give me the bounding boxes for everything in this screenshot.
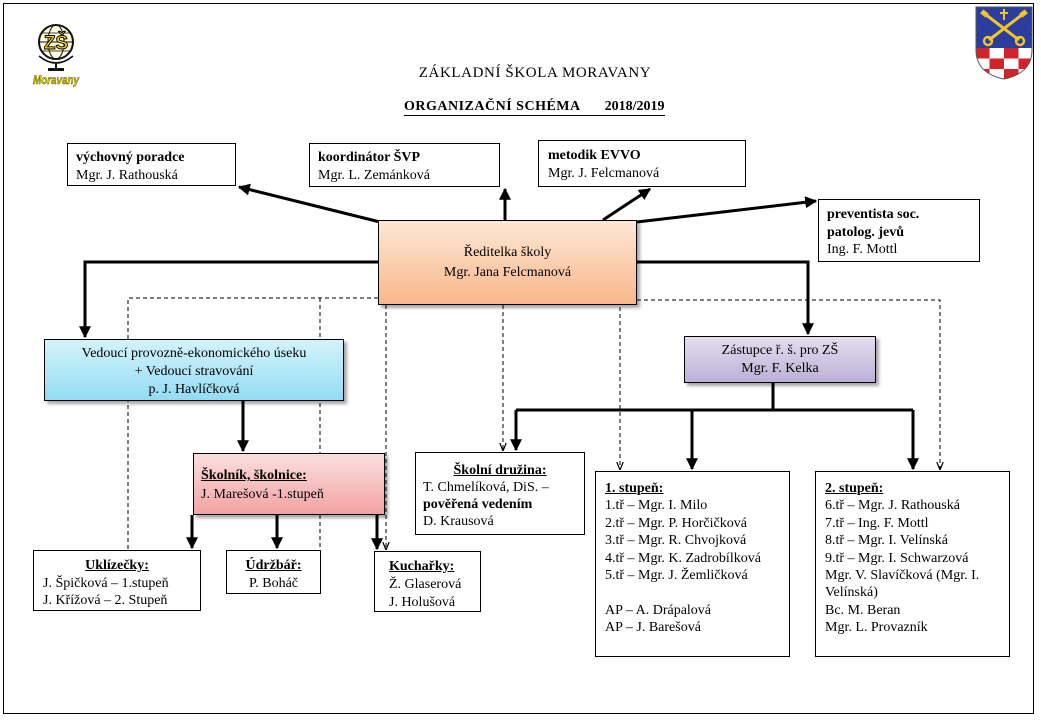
cooks-title: Kuchařky: [389, 559, 455, 574]
deputy-role: Zástupce ř. š. pro ZŠ [721, 343, 839, 358]
club-note: pověřená vedením [423, 497, 533, 512]
arrow-director-evvo [602, 187, 652, 222]
secondary-line-7: Bc. M. Beran [825, 602, 901, 618]
economic-box: Vedoucí provozně-ekonomického úseku + Ve… [44, 339, 344, 401]
evvo-box: metodik EVVO Mgr. J. Felcmanová [538, 140, 746, 187]
prevention-box: preventista soc. patolog. jevů Ing. F. M… [818, 199, 980, 262]
economic-line-2: + Vedoucí stravování [134, 364, 254, 379]
club-name-2: D. Krausová [423, 514, 494, 529]
prevention-role-line-2: patolog. jevů [827, 224, 904, 240]
primary-box: 1. stupeň: 1.tř – Mgr. I. Milo 2.tř – Mg… [595, 471, 790, 657]
counselor-role: výchovný poradce [76, 150, 185, 165]
dashed-link-secondary [637, 299, 940, 470]
secondary-line-2: 7.tř – Ing. F. Mottl [825, 515, 929, 531]
club-name-1: T. Chmelíková, DiS. – [423, 480, 549, 495]
secondary-box: 2. stupeň: 6.tř – Mgr. J. Rathouská 7.tř… [815, 471, 1010, 657]
prevention-role-line-1: preventista soc. [827, 207, 920, 222]
school-year: 2018/2019 [604, 99, 665, 114]
janitor-name: J. Marešová -1.stupeň [201, 487, 324, 502]
svp-role: koordinátor ŠVP [318, 150, 421, 165]
primary-class-3: 3.tř – Mgr. R. Chvojková [605, 533, 747, 549]
cooks-box: Kuchařky: Ž. Glaserová J. Holušová [374, 551, 481, 612]
counselor-box: výchovný poradce Mgr. J. Rathouská [67, 143, 236, 186]
primary-spacer [605, 584, 789, 601]
secondary-line-1: 6.tř – Mgr. J. Rathouská [825, 498, 960, 514]
janitor-box: Školník, školnice: J. Marešová -1.stupeň [193, 453, 385, 515]
director-role: Ředitelka školy [463, 244, 552, 260]
primary-class-1: 1.tř – Mgr. I. Milo [605, 498, 708, 514]
secondary-title: 2. stupeň: [825, 481, 884, 496]
deputy-box: Zástupce ř. š. pro ZŠ Mgr. F. Kelka [684, 336, 876, 383]
coat-of-arms-icon [975, 6, 1033, 80]
arrow-director-prevention [636, 196, 818, 224]
secondary-line-3: 8.tř – Mgr. I. Velínská [825, 533, 949, 549]
chart-title: ORGANIZAČNÍ SCHÉMA 2018/2019 [404, 99, 665, 116]
cleaners-line-2: J. Křížová – 2. Stupeň [43, 593, 168, 608]
maintenance-title: Údržbář: [245, 558, 302, 573]
svp-box: koordinátor ŠVP Mgr. L. Zemánková [309, 143, 500, 187]
school-logo: ZŠ Moravany [33, 24, 80, 87]
director-box: Ředitelka školy Mgr. Jana Felcmanová [378, 220, 637, 305]
deputy-name: Mgr. F. Kelka [741, 361, 819, 376]
primary-assistant-1: AP – A. Drápalová [605, 602, 712, 618]
counselor-name: Mgr. J. Rathouská [76, 167, 178, 183]
economic-line-1: Vedoucí provozně-ekonomického úseku [81, 346, 307, 361]
economic-name: p. J. Havlíčková [148, 382, 240, 397]
club-title: Školní družina: [453, 463, 547, 478]
secondary-line-4: 9.tř – Mgr. I. Schwarzová [825, 550, 969, 566]
secondary-line-5: Mgr. V. Slavíčková (Mgr. I. [825, 568, 980, 584]
evvo-role: metodik EVVO [548, 148, 641, 163]
page-frame [3, 3, 1034, 714]
arrow-director-counselor [237, 183, 381, 224]
director-name: Mgr. Jana Felcmanová [443, 264, 572, 280]
maintenance-line-1: P. Boháč [249, 575, 298, 591]
evvo-name: Mgr. J. Felcmanová [548, 165, 660, 181]
primary-class-2: 2.tř – Mgr. P. Horčičková [605, 515, 747, 531]
maintenance-box: Údržbář: P. Boháč [226, 550, 321, 594]
logo-letters: ZŠ [44, 32, 68, 54]
logo-name: Moravany [33, 75, 80, 87]
cooks-line-1: Ž. Glaserová [389, 577, 462, 592]
primary-class-5: 5.tř – Mgr. J. Žemličková [605, 568, 748, 584]
arrow-director-deputy [637, 260, 814, 336]
secondary-line-8: Mgr. L. Provazník [825, 620, 928, 636]
primary-assistant-2: AP – J. Barešová [605, 620, 701, 636]
cleaners-box: Uklízečky: J. Špičková – 1.stupeň J. Kří… [33, 550, 201, 611]
line-deputy-branch [516, 383, 913, 412]
chart-title-text: ORGANIZAČNÍ SCHÉMA [404, 99, 581, 114]
svp-name: Mgr. L. Zemánková [318, 167, 430, 183]
primary-class-4: 4.tř – Mgr. K. Zadrobílková [605, 550, 761, 566]
prevention-name: Ing. F. Mottl [827, 242, 898, 257]
cleaners-line-1: J. Špičková – 1.stupeň [43, 575, 169, 591]
cleaners-title: Uklízečky: [85, 558, 149, 573]
club-box: Školní družina: T. Chmelíková, DiS. – po… [415, 452, 585, 535]
school-name: ZÁKLADNÍ ŠKOLA MORAVANY [418, 65, 652, 81]
primary-title: 1. stupeň: [605, 481, 664, 496]
cooks-line-2: J. Holušová [389, 595, 456, 610]
secondary-line-6: Velínská) [825, 585, 878, 601]
janitor-title: Školník, školnice: [201, 468, 307, 483]
arrow-director-economic [79, 260, 378, 339]
